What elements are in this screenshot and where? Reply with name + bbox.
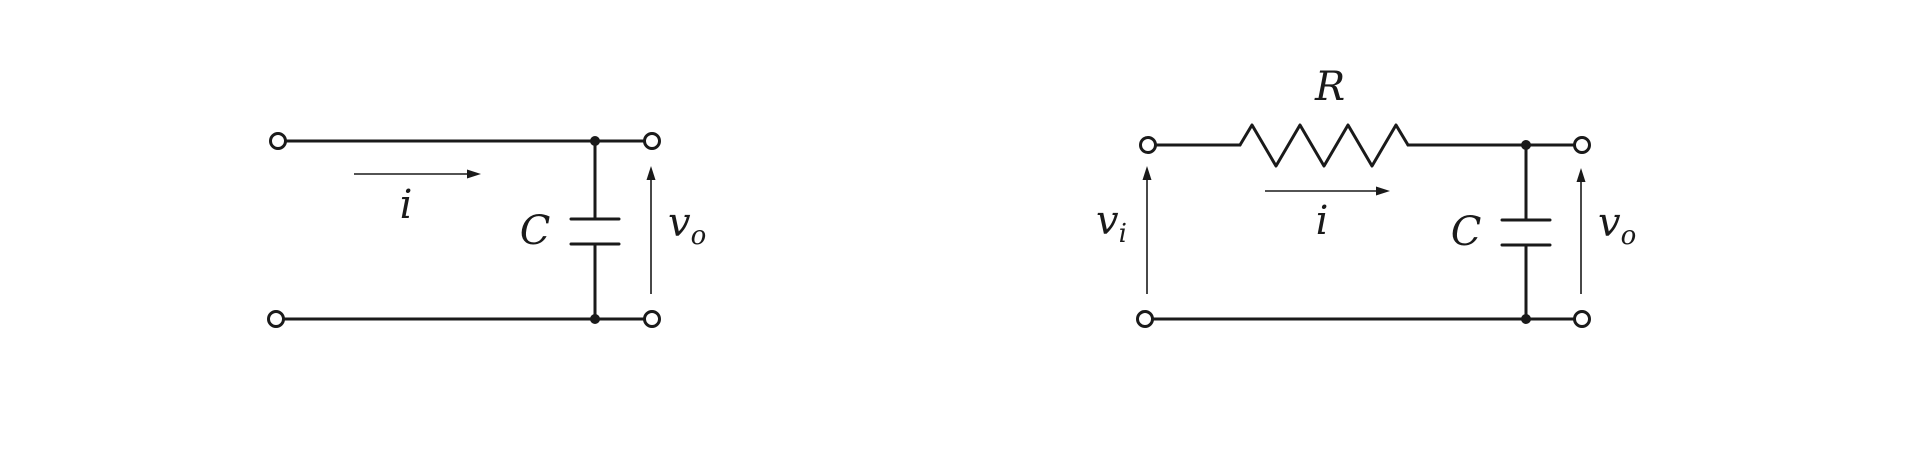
right-resistor-label: R bbox=[1314, 64, 1345, 110]
left-input-bottom-terminal bbox=[267, 310, 285, 328]
right-output-voltage-arrow bbox=[1576, 168, 1586, 294]
right-input-voltage-arrow bbox=[1142, 166, 1152, 294]
right-capacitor-label: C bbox=[1451, 209, 1482, 255]
right-output-voltage-label: vo bbox=[1598, 200, 1636, 251]
right-current-label: i bbox=[1316, 198, 1329, 244]
right-output-top-terminal bbox=[1573, 136, 1591, 154]
left-output-bottom-terminal bbox=[643, 310, 661, 328]
left-current-arrow bbox=[354, 169, 481, 179]
right-output-bottom-terminal bbox=[1573, 310, 1591, 328]
right-input-top-terminal bbox=[1139, 136, 1157, 154]
left-current-label: i bbox=[400, 182, 413, 228]
right-top-node bbox=[1521, 140, 1531, 150]
left-output-voltage-label: vo bbox=[668, 200, 706, 251]
left-capacitor bbox=[569, 139, 621, 321]
left-input-top-terminal bbox=[269, 132, 287, 150]
right-input-bottom-terminal bbox=[1136, 310, 1154, 328]
left-output-top-terminal bbox=[643, 132, 661, 150]
left-output-voltage-arrow bbox=[646, 166, 656, 294]
right-input-voltage-label: vi bbox=[1096, 198, 1127, 249]
right-circuit: R i C vi vo bbox=[1096, 64, 1636, 328]
right-capacitor bbox=[1500, 143, 1552, 321]
right-resistor bbox=[1238, 123, 1410, 168]
right-current-arrow bbox=[1265, 186, 1390, 196]
left-capacitor-label: C bbox=[520, 208, 551, 254]
left-top-node bbox=[590, 136, 600, 146]
right-bottom-node bbox=[1521, 314, 1531, 324]
left-bottom-node bbox=[590, 314, 600, 324]
left-circuit: i C vo bbox=[267, 132, 706, 328]
